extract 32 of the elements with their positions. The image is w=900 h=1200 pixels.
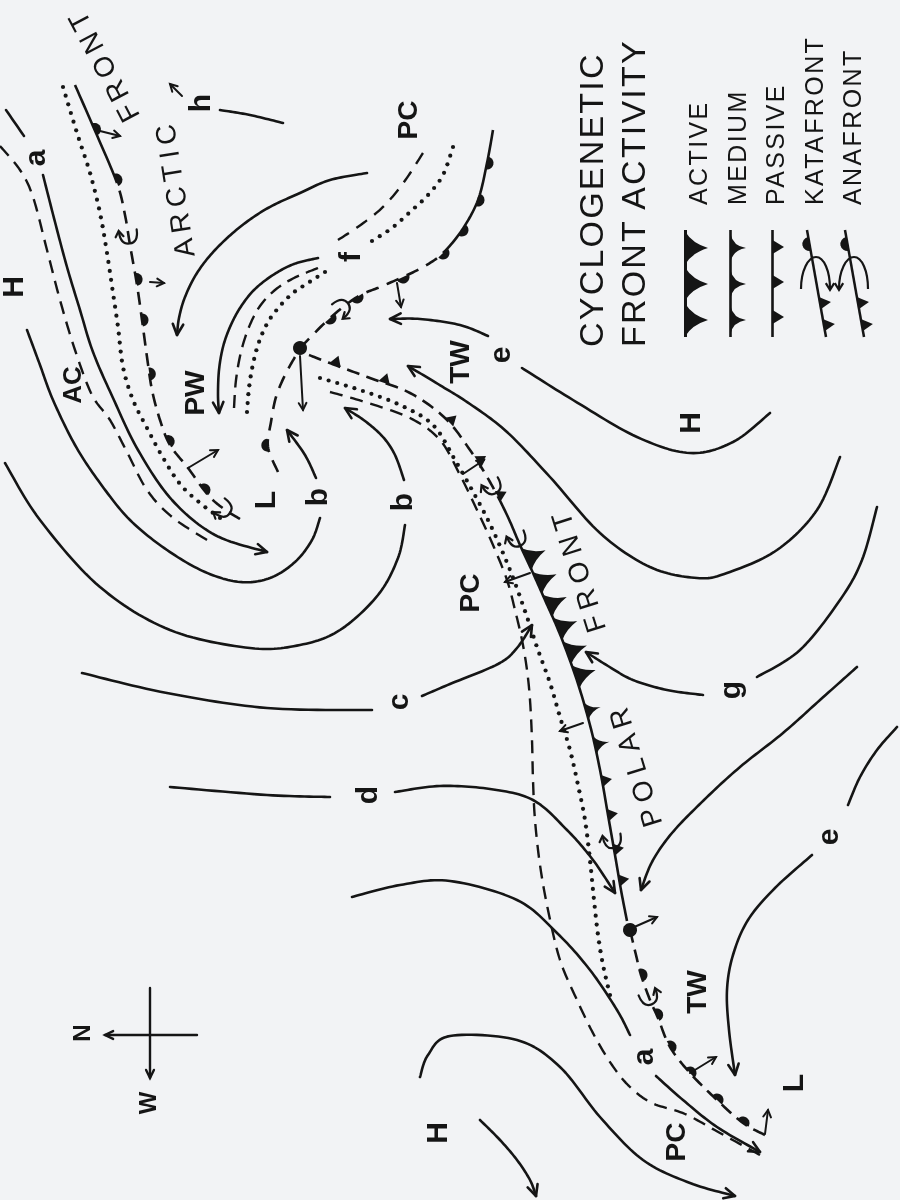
pressure-center-label: L xyxy=(250,490,280,510)
legend-label: MEDIUM xyxy=(724,89,750,205)
air-mass-label: PC xyxy=(394,100,422,140)
line-label: c xyxy=(383,693,413,711)
front-name-label: ARCTIC xyxy=(150,116,200,260)
legend-label: PASSIVE xyxy=(762,83,788,205)
line-label: f xyxy=(335,252,365,262)
air-mass-label: PC xyxy=(456,573,484,613)
legend-title: CYCLOGENETIC FRONT ACTIVITY xyxy=(571,38,653,347)
air-mass-label: TW xyxy=(683,970,711,1014)
pressure-center-label: H xyxy=(675,412,705,434)
pressure-center-label: L xyxy=(778,1073,808,1093)
air-mass-label: PW xyxy=(181,370,209,416)
line-label: b xyxy=(387,492,417,512)
air-mass-label: PC xyxy=(662,1122,690,1162)
line-label: g xyxy=(715,680,745,700)
line-label: e xyxy=(813,828,843,846)
compass-label: W xyxy=(136,1091,160,1115)
legend-label: ANAFRONT xyxy=(839,48,865,205)
compass-label: N xyxy=(70,1024,94,1042)
line-label: a xyxy=(628,1048,658,1066)
air-mass-label: AC xyxy=(59,366,85,404)
legend-label: ACTIVE xyxy=(685,100,711,205)
line-label: d xyxy=(352,785,382,805)
legend-label: KATAFRONT xyxy=(801,35,827,205)
pressure-center-label: H xyxy=(422,1122,452,1144)
line-label: b xyxy=(302,487,332,507)
pressure-center-label: H xyxy=(0,276,28,298)
air-mass-label: TW xyxy=(446,340,474,384)
line-label: e xyxy=(485,346,515,364)
line-label: h xyxy=(185,93,215,113)
line-label: a xyxy=(20,149,50,167)
